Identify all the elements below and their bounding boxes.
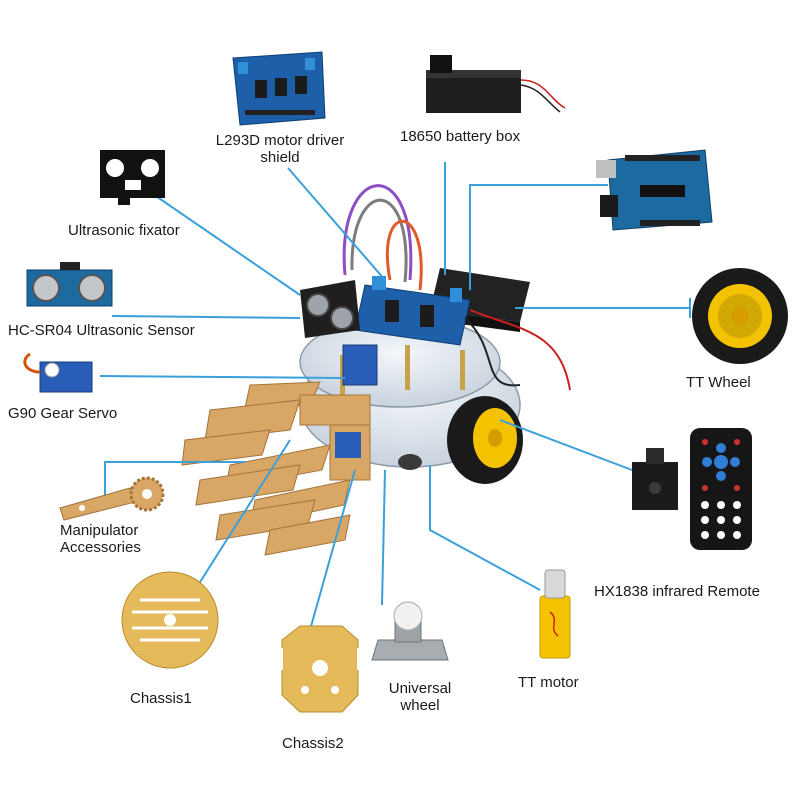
ir-remote-icon [690, 428, 752, 550]
ultrasonic-sensor-icon [26, 262, 113, 307]
motor-shield-label: L293D motor driver shield [215, 132, 345, 166]
callout-lines [99, 162, 691, 631]
chassis2-label: Chassis2 [282, 735, 344, 752]
servo-label: G90 Gear Servo [8, 405, 118, 422]
manipulator-icon [59, 476, 165, 521]
motor-shield-icon [232, 51, 326, 126]
chassis1-label: Chassis1 [130, 690, 192, 707]
ir-receiver-icon [632, 448, 678, 510]
universal-wheel-label: Universal wheel [388, 680, 452, 714]
chassis1-icon [121, 571, 219, 669]
robot-car-icon [181, 184, 571, 556]
battery-box-label: 18650 battery box [400, 128, 521, 145]
ultrasonic-fixator-icon [100, 150, 165, 205]
ultrasonic-fixator-label: Ultrasonic fixator [68, 222, 180, 239]
arduino-board-icon [596, 149, 713, 231]
universal-wheel-icon [371, 601, 449, 661]
servo-icon [23, 352, 93, 393]
tt-motor-icon [539, 569, 571, 659]
tt-wheel-icon [692, 268, 788, 364]
ir-remote-label: HX1838 infrared Remote [594, 583, 760, 600]
manipulator-label: Manipulator Accessories [60, 522, 141, 556]
chassis2-icon [273, 625, 367, 713]
tt-wheel-label: TT Wheel [686, 374, 751, 391]
battery-box-icon [426, 55, 566, 113]
ultrasonic-sensor-label: HC-SR04 Ultrasonic Sensor [8, 322, 195, 339]
tt-motor-label: TT motor [518, 674, 579, 691]
